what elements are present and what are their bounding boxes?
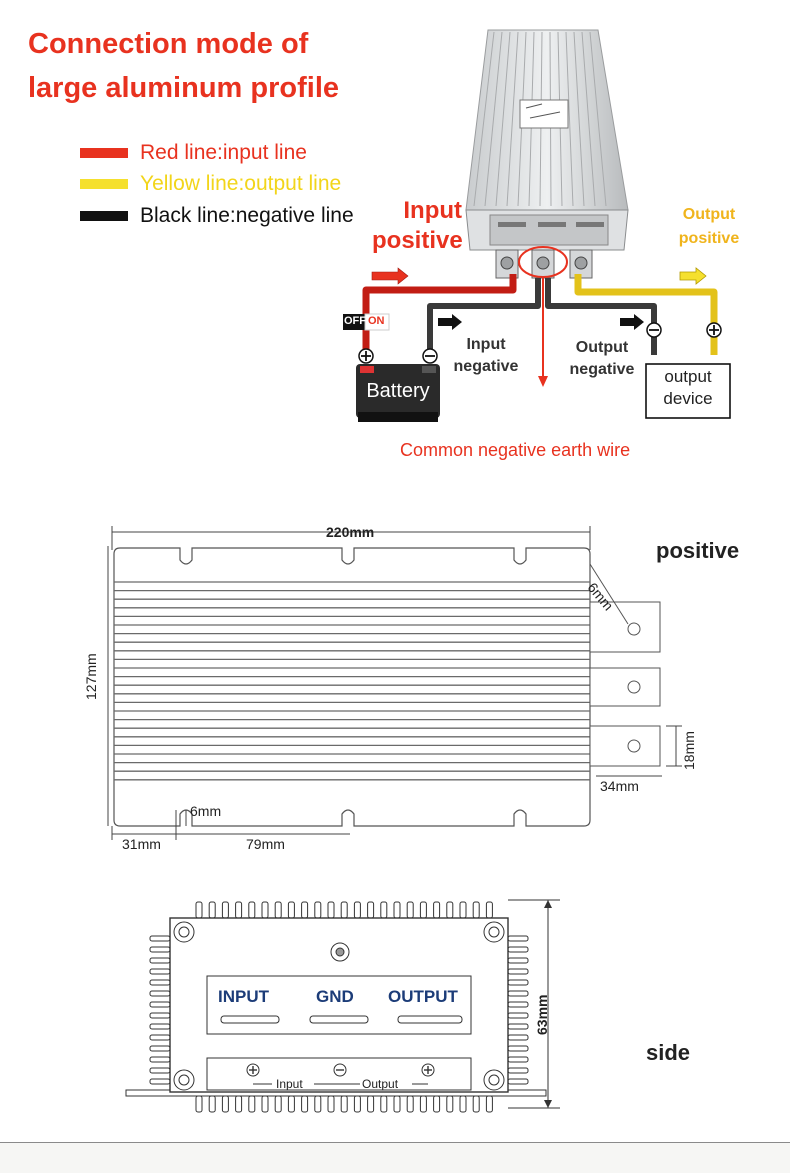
output-positive-label: Output positive (678, 206, 740, 247)
dim-side-height: 63mm (534, 994, 550, 1035)
dim-height: 127mm (83, 653, 99, 700)
positive-label: positive (656, 538, 740, 563)
input-negative-label: Input negative (453, 336, 519, 376)
legend-swatch-black (80, 211, 128, 221)
polarity-symbols (358, 322, 722, 364)
title-line-2: large aluminum profile (28, 72, 339, 104)
top-view-drawing (107, 526, 682, 840)
dim-width: 220mm (326, 524, 375, 540)
common-negative-label: Common negative earth wire (400, 440, 631, 460)
output-small-label: Output (362, 1077, 399, 1091)
footer-strip (0, 1142, 790, 1173)
input-terminal-label: INPUT (218, 987, 269, 1006)
dim-terminal-width: 34mm (600, 778, 639, 794)
wiring-diagram (343, 29, 731, 422)
output-negative-arrow-icon (620, 314, 644, 330)
side-label: side (646, 1040, 691, 1065)
switch-icon (343, 313, 390, 331)
gnd-terminal-label: GND (316, 987, 354, 1006)
output-device-label: output device (663, 367, 713, 409)
output-device-box (645, 363, 731, 419)
legend-swatch-yellow (80, 179, 128, 189)
battery-label: Battery (366, 380, 430, 402)
input-positive-label: Input positive (372, 197, 463, 254)
side-view-drawing (125, 899, 560, 1113)
wires (362, 274, 718, 355)
input-flow-arrow-icon (371, 267, 409, 285)
legend-yellow-text: Yellow line:output line (140, 172, 342, 195)
switch-off-label: OFF (344, 315, 366, 327)
output-terminal-label: OUTPUT (388, 987, 458, 1006)
legend-black-text: Black line:negative line (140, 204, 354, 227)
title-line-1: Connection mode of (28, 28, 309, 60)
input-negative-arrow-icon (438, 314, 462, 330)
input-small-label: Input (276, 1077, 303, 1091)
dim-slot-spacing: 79mm (246, 836, 285, 852)
dim-offset: 31mm (122, 836, 161, 852)
converter-photo (465, 29, 629, 279)
output-negative-label: Output negative (569, 339, 635, 379)
switch-on-label: ON (368, 315, 385, 327)
dim-slot: 6mm (190, 803, 222, 819)
legend-red-text: Red line:input line (140, 141, 307, 164)
battery-icon (356, 364, 440, 422)
output-flow-arrow-icon (679, 267, 707, 285)
legend-swatch-red (80, 148, 128, 158)
dim-terminal-height: 18mm (681, 731, 697, 770)
